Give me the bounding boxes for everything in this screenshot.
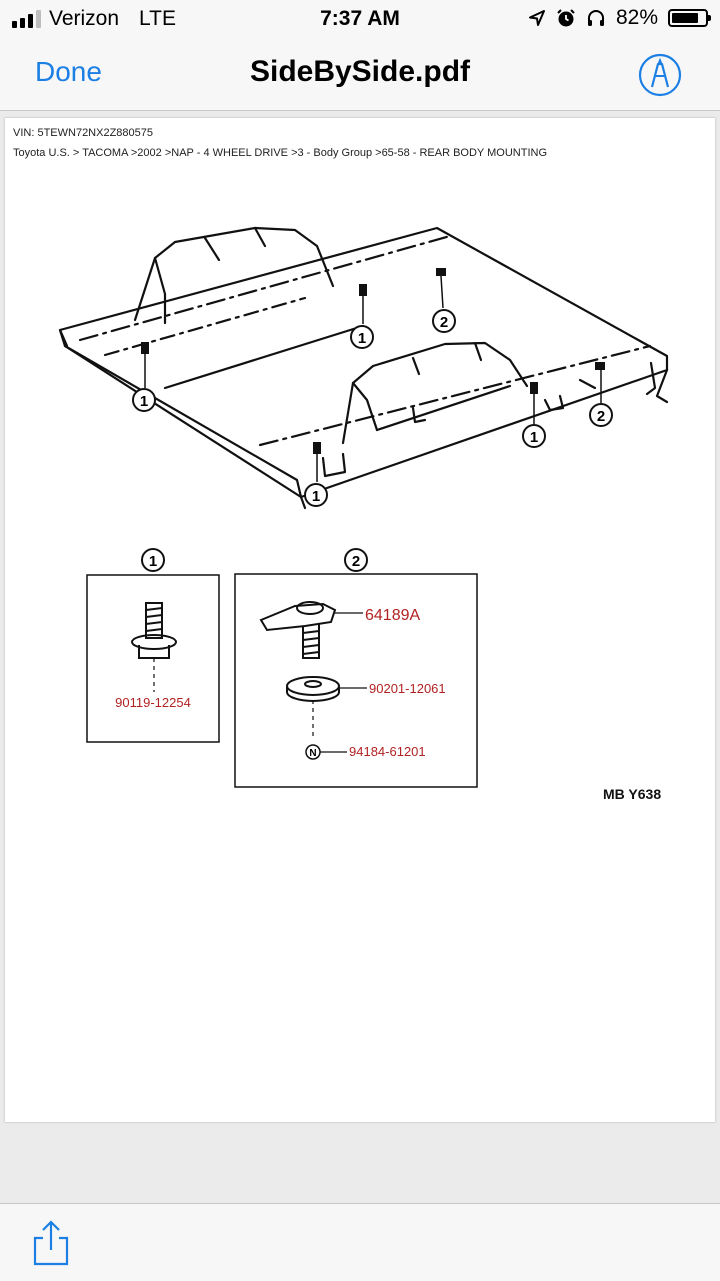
truck-bed-frame <box>58 226 669 510</box>
breadcrumb: Toyota U.S. > TACOMA >2002 >NAP - 4 WHEE… <box>13 147 548 159</box>
part-number-90201: 90201-12061 <box>369 681 446 696</box>
signal-strength-icon <box>12 10 41 28</box>
callout-1-c: 1 <box>304 483 328 507</box>
battery-icon <box>668 9 711 27</box>
status-right: 82% <box>528 6 711 30</box>
nut-94184-illustration: N <box>305 744 347 760</box>
detail-2-number: 2 <box>352 553 360 570</box>
vin-line: VIN: 5TEWN72NX2Z880575 <box>13 127 154 139</box>
battery-fill <box>672 13 698 23</box>
callout-2-a: 2 <box>432 309 456 333</box>
callout-1-b: 1 <box>350 325 374 349</box>
status-bar: Verizon LTE 7:37 AM 82% <box>0 0 720 38</box>
callout-number: 2 <box>440 314 448 331</box>
bracket-bolt-64189A-illustration <box>259 601 363 659</box>
battery-percent: 82% <box>615 6 658 29</box>
network-type: LTE <box>139 7 177 30</box>
frame-bolts <box>141 268 605 454</box>
document-title: SideBySide.pdf <box>249 55 471 88</box>
alarm-icon <box>557 9 575 27</box>
callout-number: 2 <box>597 408 605 425</box>
done-button[interactable]: Done <box>35 56 102 87</box>
part-number-90119: 90119-12254 <box>115 695 191 710</box>
callout-2-b: 2 <box>589 403 613 427</box>
share-icon[interactable] <box>31 1218 71 1268</box>
markup-pen-icon[interactable] <box>637 52 683 98</box>
pdf-page[interactable]: VIN: 5TEWN72NX2Z880575 Toyota U.S. > TAC… <box>5 118 715 1122</box>
detail-box-2: 2 64189A 90201-12061 N <box>234 548 478 788</box>
washer-90201-illustration <box>286 676 367 740</box>
diagram-code: MB Y638 <box>603 786 661 802</box>
headphones-icon <box>587 10 604 26</box>
parts-diagram: 1 1 1 1 2 2 <box>58 226 669 802</box>
callout-number: 1 <box>312 488 320 505</box>
callout-number: 1 <box>358 330 366 347</box>
carrier-name: Verizon <box>49 7 120 30</box>
part-number-94184: 94184-61201 <box>349 744 426 759</box>
status-left: Verizon LTE <box>12 7 176 31</box>
detail-box-1: 1 90119-12254 <box>86 548 220 743</box>
detail-1-number: 1 <box>149 553 157 570</box>
callout-1-a: 1 <box>132 388 156 412</box>
callout-number: 1 <box>530 429 538 446</box>
callout-1-d: 1 <box>522 424 546 448</box>
callout-leaders <box>144 275 602 482</box>
location-arrow-icon <box>528 10 545 26</box>
part-number-64189A: 64189A <box>365 607 420 624</box>
nut-letter: N <box>309 748 316 759</box>
bottom-toolbar <box>0 1203 720 1281</box>
frame-callouts: 1 1 1 1 2 2 <box>132 309 613 507</box>
nav-bar: Done SideBySide.pdf <box>0 38 720 111</box>
callout-number: 1 <box>140 393 148 410</box>
bolt-90119-illustration <box>131 602 177 692</box>
